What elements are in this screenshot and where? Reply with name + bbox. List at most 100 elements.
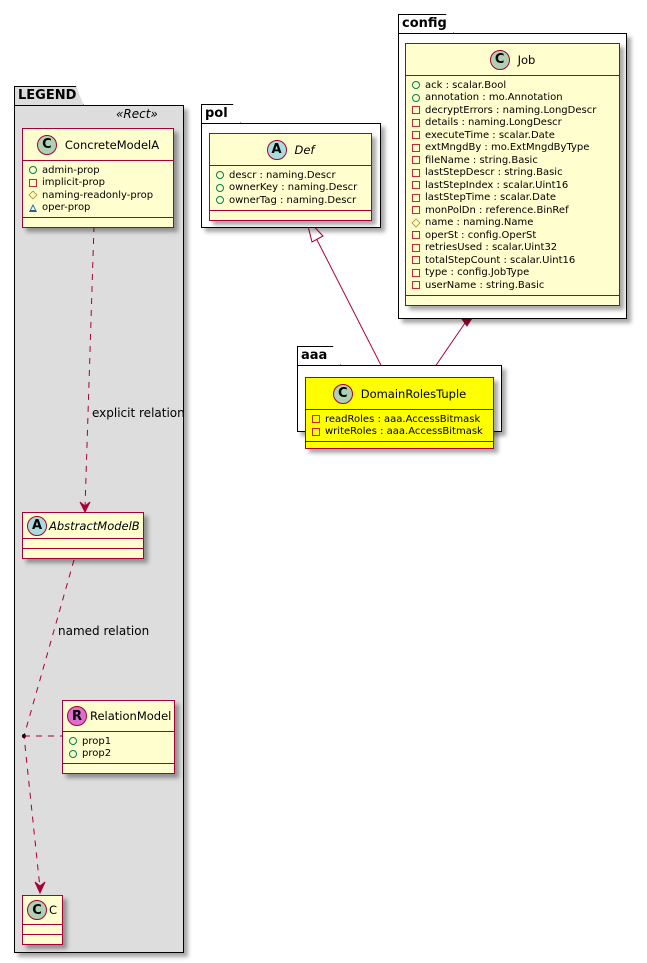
class-domain-roles-tuple[interactable]: C DomainRolesTuple readRoles : aaa.Acces… xyxy=(305,377,494,449)
attribute-text: retriesUsed : scalar.Uint32 xyxy=(425,242,558,254)
class-name: ConcreteModelA xyxy=(64,137,160,152)
class-header: C ConcreteModelA xyxy=(23,129,173,161)
class-def[interactable]: A Def descr : naming.Descr ownerKey : na… xyxy=(209,133,372,221)
attribute: decryptErrors : naming.LongDescr xyxy=(412,104,613,117)
class-relation-model[interactable]: R RelationModel prop1 prop2 xyxy=(62,700,175,774)
package-name: LEGEND xyxy=(18,88,77,103)
package-tab-legend: LEGEND xyxy=(14,86,84,106)
method-list xyxy=(23,935,62,944)
class-concrete-model-a[interactable]: C ConcreteModelA admin-prop implicit-pro… xyxy=(22,128,174,228)
public-icon xyxy=(216,171,224,180)
attribute-list: readRoles : aaa.AccessBitmask writeRoles… xyxy=(306,410,493,442)
private-icon xyxy=(412,181,420,190)
method-list xyxy=(406,296,619,305)
private-icon xyxy=(412,168,420,177)
attribute: name : naming.Name xyxy=(411,217,613,230)
private-icon xyxy=(412,243,420,252)
attribute: details : naming.LongDescr xyxy=(412,117,613,130)
package-tab-pol: pol xyxy=(201,104,241,124)
package-name: pol xyxy=(205,106,228,121)
public-icon xyxy=(412,81,420,90)
class-type-icon: C xyxy=(489,49,510,70)
class-name: C xyxy=(49,903,58,917)
attribute: annotation : mo.Annotation xyxy=(412,92,613,105)
class-header: C Job xyxy=(406,44,619,76)
private-icon xyxy=(412,281,420,290)
protected-icon xyxy=(28,190,38,200)
method-list xyxy=(23,549,143,558)
class-name: Def xyxy=(294,142,315,157)
class-type-icon: C xyxy=(27,900,47,920)
abstract-type-icon: A xyxy=(266,139,287,160)
class-name: AbstractModelB xyxy=(49,518,140,533)
protected-icon xyxy=(411,218,421,228)
attribute-text: name : naming.Name xyxy=(425,217,534,229)
private-icon xyxy=(412,156,420,165)
generalization-line[interactable] xyxy=(314,235,388,378)
private-icon xyxy=(412,106,420,115)
private-icon xyxy=(412,118,420,127)
class-header: A Def xyxy=(210,134,371,166)
explicit-relation-label: explicit relation xyxy=(92,406,185,420)
attribute: prop2 xyxy=(69,748,168,761)
attribute-list xyxy=(23,925,62,935)
class-c[interactable]: C C xyxy=(22,895,63,945)
package-name: aaa xyxy=(301,348,328,363)
attribute-text: details : naming.LongDescr xyxy=(425,117,562,129)
method-list xyxy=(210,211,371,220)
attribute: ownerKey : naming.Descr xyxy=(216,182,365,195)
attribute: executeTime : scalar.Date xyxy=(412,129,613,142)
explicit-relation-line-overlay xyxy=(84,225,95,509)
relation-type-icon: R xyxy=(67,706,87,726)
attribute: retriesUsed : scalar.Uint32 xyxy=(412,242,613,255)
public-icon xyxy=(69,737,77,746)
legend-stereotype: «Rect» xyxy=(116,107,158,121)
attribute: fileName : string.Basic xyxy=(412,154,613,167)
attribute-text: operSt : config.OperSt xyxy=(425,229,537,241)
private-icon xyxy=(412,268,420,277)
attribute: naming-readonly-prop xyxy=(28,189,167,202)
private-icon xyxy=(412,231,420,240)
attribute-text: annotation : mo.Annotation xyxy=(425,92,563,104)
package-icon xyxy=(29,203,37,212)
attribute-text: fileName : string.Basic xyxy=(425,154,538,166)
class-abstract-model-b[interactable]: A AbstractModelB xyxy=(22,512,144,559)
attribute-list: descr : naming.Descr ownerKey : naming.D… xyxy=(210,166,371,211)
public-icon xyxy=(412,93,420,102)
method-list xyxy=(306,442,493,448)
private-icon xyxy=(312,427,320,436)
attribute: prop1 xyxy=(69,735,168,748)
class-name: Job xyxy=(517,52,536,67)
public-icon xyxy=(216,196,224,205)
attribute: lastStepTime : scalar.Date xyxy=(412,192,613,205)
class-header: A AbstractModelB xyxy=(23,513,143,539)
class-name: DomainRolesTuple xyxy=(360,386,467,401)
private-icon xyxy=(412,206,420,215)
attribute: operSt : config.OperSt xyxy=(412,229,613,242)
attribute: extMngdBy : mo.ExtMngdByType xyxy=(412,142,613,155)
attribute-text: extMngdBy : mo.ExtMngdByType xyxy=(425,142,590,154)
public-icon xyxy=(69,749,77,758)
attribute-text: lastStepDescr : string.Basic xyxy=(425,167,563,179)
attribute-text: monPolDn : reference.BinRef xyxy=(425,204,569,216)
attribute: readRoles : aaa.AccessBitmask xyxy=(312,413,487,426)
attribute: descr : naming.Descr xyxy=(216,169,365,182)
method-list xyxy=(23,218,173,227)
public-icon xyxy=(29,166,37,175)
public-icon xyxy=(216,183,224,192)
attribute-text: ack : scalar.Bool xyxy=(425,79,507,91)
class-type-icon: C xyxy=(332,383,353,404)
attribute-text: type : config.JobType xyxy=(425,267,530,279)
class-header: C DomainRolesTuple xyxy=(306,378,493,410)
attribute-text: totalStepCount : scalar.Uint16 xyxy=(425,254,576,266)
package-tab-config: config xyxy=(398,14,454,34)
attribute-text: lastStepTime : scalar.Date xyxy=(425,192,557,204)
attribute: type : config.JobType xyxy=(412,267,613,280)
attribute: totalStepCount : scalar.Uint16 xyxy=(412,254,613,267)
attribute: lastStepDescr : string.Basic xyxy=(412,167,613,180)
attribute: implicit-prop xyxy=(29,177,167,190)
attribute-list: admin-prop implicit-prop naming-readonly… xyxy=(23,161,173,218)
private-icon xyxy=(29,178,37,187)
